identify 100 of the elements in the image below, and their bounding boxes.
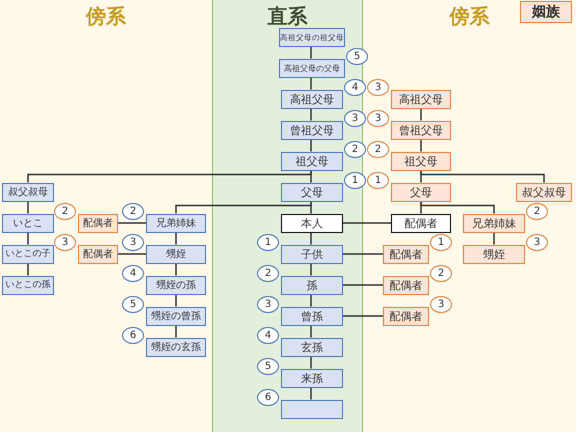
number-badge: 4	[122, 264, 144, 282]
number-badge: 3	[526, 234, 548, 250]
relation-label: 高祖父母	[399, 92, 443, 106]
relation-label: 高祖父母	[290, 92, 334, 106]
number-badge: 1	[257, 234, 279, 250]
relation-label: 玄孫	[301, 340, 323, 354]
number-badge: 3	[430, 296, 452, 312]
relation-box	[391, 90, 451, 108]
connector-line	[27, 202, 29, 214]
connector-line	[420, 170, 545, 182]
relation-label: 父母	[301, 186, 323, 198]
number-badge: 3	[54, 234, 76, 250]
connector-line	[27, 170, 312, 182]
number-badge: 2	[54, 202, 76, 220]
connector-line	[27, 264, 29, 276]
relation-label: 甥姪の曾孫	[151, 310, 201, 322]
connector-line	[310, 264, 312, 276]
relation-label: 本人	[301, 216, 323, 230]
relation-label: 配偶者	[390, 248, 422, 260]
relation-box	[281, 182, 343, 202]
relation-box	[281, 276, 343, 294]
relation-label: 祖父母	[296, 154, 328, 168]
relation-label: いとこ	[13, 216, 43, 230]
number-badge: 3	[367, 78, 389, 96]
relation-box	[281, 120, 343, 140]
number-badge: 3	[344, 110, 366, 126]
relation-box	[281, 338, 343, 356]
connector-line	[27, 232, 29, 244]
band-title: 傍系	[450, 4, 490, 28]
relation-label: 高祖父母の父母	[284, 62, 340, 74]
relation-label: 来孫	[301, 372, 323, 384]
connector-line	[310, 388, 312, 400]
relation-box	[383, 276, 429, 294]
connector-line	[342, 284, 383, 286]
relation-label: 甥姪	[166, 248, 186, 260]
relation-box	[279, 58, 345, 78]
band-title: 直系	[268, 4, 308, 28]
relation-box	[146, 306, 206, 326]
relation-box	[281, 214, 343, 232]
relation-box	[391, 120, 451, 140]
band-panel	[363, 0, 576, 432]
relation-label: 兄弟姉妹	[472, 216, 516, 230]
relation-box	[146, 338, 206, 356]
number-badge: 4	[257, 326, 279, 344]
relation-box	[281, 368, 343, 388]
relation-box	[383, 244, 429, 264]
number-badge: 2	[430, 264, 452, 282]
number-badge: 3	[257, 296, 279, 312]
connector-line	[310, 46, 312, 58]
connector-line	[310, 294, 312, 306]
relation-label: 配偶者	[83, 216, 113, 230]
connector-line	[175, 202, 312, 214]
relation-label: 子供	[301, 248, 323, 260]
number-badge: 5	[346, 48, 368, 64]
connector-line	[310, 356, 312, 368]
connector-line	[342, 222, 391, 224]
relation-box	[281, 90, 343, 108]
relation-box	[281, 152, 343, 170]
number-badge: 2	[122, 202, 144, 220]
relation-box	[520, 1, 572, 24]
number-badge: 6	[257, 388, 279, 406]
band-title: 傍系	[86, 4, 126, 28]
relation-box	[463, 214, 525, 232]
connector-line	[118, 222, 146, 224]
relation-box	[146, 244, 206, 264]
relation-label: 父母	[410, 186, 432, 198]
number-badge: 1	[344, 172, 366, 188]
connector-line	[310, 78, 312, 90]
connector-line	[175, 264, 177, 276]
relation-label: 甥姪の孫	[156, 278, 196, 292]
relation-label: 祖父母	[404, 154, 438, 168]
number-badge: 3	[367, 110, 389, 126]
relation-label: 配偶者	[83, 248, 113, 260]
relation-box	[2, 214, 54, 232]
connector-line	[420, 140, 422, 152]
relation-box	[146, 214, 206, 232]
relation-box	[391, 182, 451, 202]
relation-label: 叔父叔母	[8, 186, 48, 198]
relation-label: 甥姪	[483, 248, 505, 260]
relation-box	[516, 182, 572, 202]
number-badge: 2	[367, 140, 389, 158]
relation-label: 姻族	[532, 4, 560, 20]
relation-box	[2, 276, 54, 294]
relation-label: いとこの孫	[6, 278, 50, 292]
blank-box	[281, 400, 343, 418]
relation-box	[146, 276, 206, 294]
connector-line	[342, 315, 383, 317]
connector-line	[420, 202, 495, 214]
connector-line	[310, 326, 312, 338]
relation-box	[391, 152, 451, 170]
relation-label: 兄弟姉妹	[156, 216, 196, 230]
connector-line	[175, 294, 177, 306]
relation-label: 甥姪の玄孫	[151, 340, 201, 354]
band-panel	[0, 0, 212, 432]
number-badge: 5	[122, 296, 144, 312]
relation-label: 曾祖父母	[399, 124, 443, 136]
connector-line	[118, 253, 146, 255]
relation-box	[279, 28, 345, 46]
relation-label: 配偶者	[404, 216, 438, 230]
number-badge: 1	[430, 234, 452, 250]
